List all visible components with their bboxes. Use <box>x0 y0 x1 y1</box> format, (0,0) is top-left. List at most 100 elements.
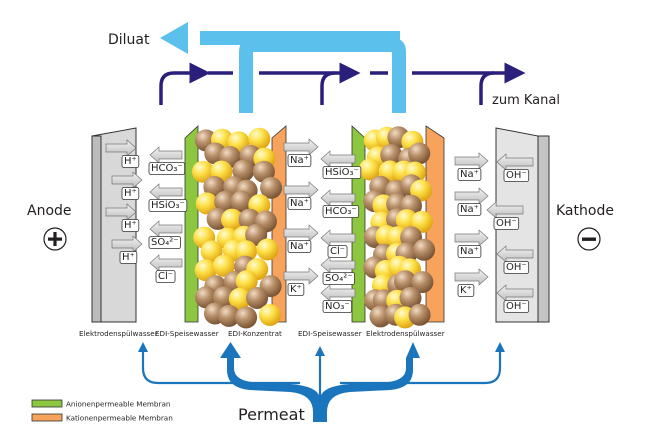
resin-bead <box>235 270 258 293</box>
cation-membrane-left <box>271 125 287 323</box>
resin-bead <box>256 238 279 261</box>
resin-bead <box>200 240 223 263</box>
ion-label: OH⁻ <box>506 301 527 312</box>
ion-box <box>457 168 482 181</box>
ion-box <box>503 261 530 274</box>
ion-box <box>327 245 348 258</box>
ion-transport: H⁺ H⁺ H⁺ H⁺ HCO₃⁻ HSiO₃⁻ SO₄²⁻ Cl⁻ Na⁺ Na⁺ Na⁺ K⁺ HS… <box>105 138 534 313</box>
arrow-right-icon <box>111 235 143 253</box>
resin-bead <box>358 158 381 181</box>
ion-label: HCO₃⁻ <box>151 163 183 174</box>
ion-box <box>121 219 140 232</box>
arrow-left-icon <box>486 201 524 219</box>
ion-box <box>457 245 482 258</box>
arrow-left-icon <box>320 150 356 168</box>
ion-label: Na⁺ <box>290 155 309 166</box>
resin-bead <box>195 286 217 309</box>
arrow-right-icon <box>454 229 489 247</box>
arrow-right-icon <box>283 138 319 156</box>
resin-bead <box>214 190 237 213</box>
ion-label: HSiO₃⁻ <box>151 200 185 211</box>
resin-bead <box>410 210 433 233</box>
resin-bead <box>212 286 235 309</box>
ion-box <box>503 169 530 182</box>
resin-beads-right <box>358 126 436 329</box>
compartment-label: EDI-Speisewasser <box>298 329 362 338</box>
ion-label: NO₃⁻ <box>325 301 350 312</box>
ion-label: H⁺ <box>122 252 135 263</box>
arrow-left-icon <box>320 229 356 247</box>
resin-bead <box>228 287 251 310</box>
resin-bead <box>192 160 214 183</box>
resin-bead <box>195 192 218 215</box>
ion-label: OH⁻ <box>496 218 517 229</box>
arrow-right-icon <box>454 187 489 205</box>
arrow-left-icon <box>149 220 183 238</box>
drain-flow <box>159 62 526 105</box>
resin-bead <box>212 254 235 277</box>
ion-label: Na⁺ <box>290 198 309 209</box>
legend-item-anion: Anionenpermeable Membran <box>31 399 170 409</box>
ion-box <box>493 217 520 230</box>
ion-label: Na⁺ <box>290 241 309 252</box>
arrow-right-icon <box>454 152 489 170</box>
arrow-right-icon <box>283 224 319 242</box>
anode-plus-icon <box>43 227 67 251</box>
arrow-left-icon <box>320 189 356 207</box>
resin-bead <box>260 176 283 199</box>
ion-label: OH⁻ <box>506 262 527 273</box>
ion-label: Cl⁻ <box>330 246 345 257</box>
resin-bead <box>235 306 258 329</box>
arrow-right-icon <box>111 171 143 189</box>
ion-box <box>287 154 312 167</box>
ion-box <box>322 166 362 179</box>
ion-box <box>155 270 176 283</box>
ion-label: K⁺ <box>460 285 472 296</box>
arrow-left-icon <box>320 256 356 274</box>
ion-label: HCO₃⁻ <box>325 206 357 217</box>
cation-swatch <box>31 413 63 422</box>
legend-label: Kationenpermeable Membran <box>66 414 173 423</box>
arrow-left-icon <box>496 245 534 263</box>
ion-label: OH⁻ <box>506 170 527 181</box>
resin-bead <box>248 127 271 150</box>
resin-bead <box>408 142 431 165</box>
ion-label: Na⁺ <box>460 169 479 180</box>
resin-beads-left <box>192 127 283 329</box>
arrow-left-icon <box>149 254 183 272</box>
resin-bead <box>230 190 253 213</box>
compartment-label: Elektrodenspülwasser <box>79 329 158 338</box>
ion-label: H⁺ <box>124 220 137 231</box>
ion-box <box>322 205 360 218</box>
ion-box <box>119 251 138 264</box>
resin-bead <box>413 238 436 261</box>
ion-box <box>121 187 140 200</box>
resin-bead <box>399 286 422 309</box>
diluat-arrowhead <box>160 22 188 54</box>
ion-box <box>457 284 475 297</box>
ion-label: SO₄²⁻ <box>325 273 353 284</box>
resin-bead <box>408 303 431 326</box>
legend-item-cation: Kationenpermeable Membran <box>31 413 173 423</box>
ion-label: H⁺ <box>124 188 137 199</box>
ion-label: K⁺ <box>290 284 302 295</box>
permeat-flow <box>138 342 505 422</box>
ion-label: SO₄²⁻ <box>151 237 179 248</box>
ion-label: H⁺ <box>124 156 137 167</box>
diluat-flow <box>160 22 406 113</box>
anode-label: Anode <box>27 203 72 219</box>
resin-bead <box>258 304 281 326</box>
kathode-minus-icon <box>577 227 601 251</box>
arrow-right-icon <box>454 268 489 286</box>
zum-kanal-label: zum Kanal <box>492 93 560 108</box>
ion-label: Na⁺ <box>460 204 479 215</box>
arrow-right-icon <box>105 203 137 221</box>
ion-box <box>457 203 482 216</box>
resin-bead <box>217 304 240 327</box>
anion-membrane-left <box>184 125 199 323</box>
ion-label: HSiO₃⁻ <box>325 167 359 178</box>
anion-swatch <box>31 399 63 408</box>
arrow-right-icon <box>283 181 319 199</box>
arrow-left-icon <box>320 284 356 302</box>
